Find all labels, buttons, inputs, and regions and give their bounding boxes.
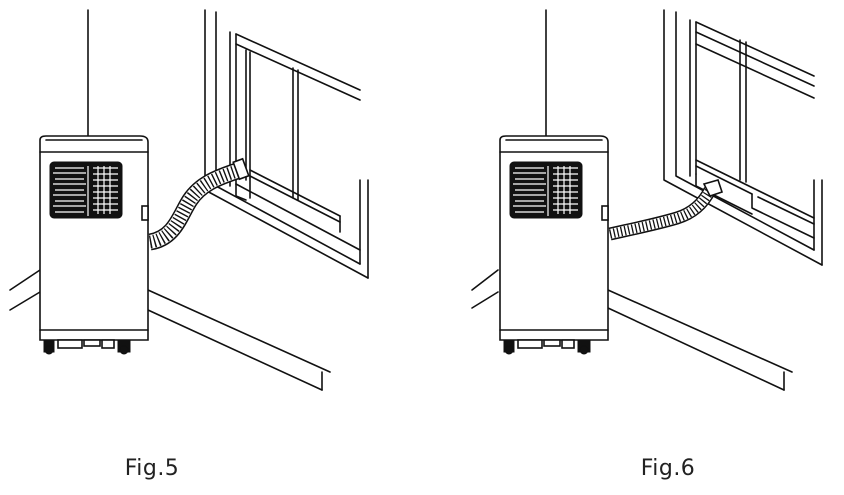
figure-6-caption: Fig.6 (640, 456, 696, 481)
window-adapter (702, 179, 724, 197)
portable-air-conditioner (39, 135, 149, 355)
floor-skirting (607, 289, 793, 373)
unit-wheels (503, 339, 591, 355)
figure-6-drawing (471, 9, 823, 391)
unit-wheels (43, 339, 131, 355)
exhaust-hose (608, 179, 724, 241)
figure-5-caption: Fig.5 (124, 456, 180, 481)
window-frame (663, 9, 823, 266)
window-frame (204, 9, 369, 279)
figure-6: Fig.6 (422, 0, 844, 495)
exhaust-hose (147, 157, 250, 251)
portable-air-conditioner (499, 135, 609, 355)
figure-5-drawing (9, 9, 369, 391)
floor-skirting (147, 289, 331, 373)
figure-5: Fig.5 (9, 9, 369, 481)
